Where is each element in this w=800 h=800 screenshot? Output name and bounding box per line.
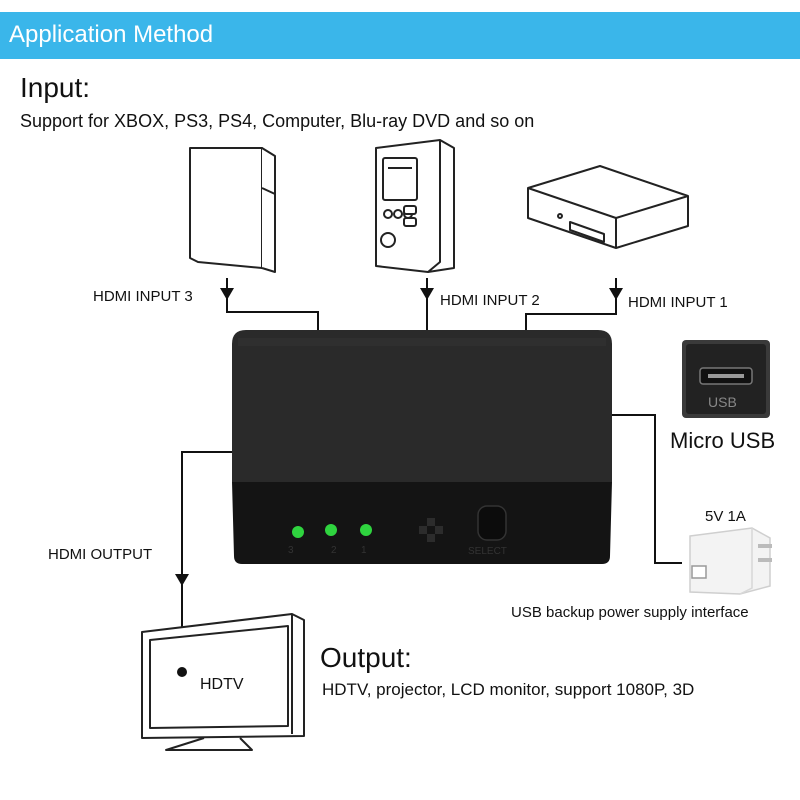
hdmi-switch-device <box>232 330 612 564</box>
output-subtitle: HDTV, projector, LCD monitor, support 10… <box>322 680 695 699</box>
input2-arrow <box>420 288 434 300</box>
input-subtitle: Support for XBOX, PS3, PS4, Computer, Bl… <box>20 111 535 131</box>
hdtv-label: HDTV <box>200 676 244 693</box>
hdmi-input-3-label: HDMI INPUT 3 <box>93 288 193 305</box>
game-console-icon <box>189 147 276 273</box>
computer-tower-icon <box>375 139 455 273</box>
input3-arrow <box>220 288 234 300</box>
backup-power-caption: USB backup power supply interface <box>511 604 749 621</box>
hdmi-input-2-label: HDMI INPUT 2 <box>440 292 540 309</box>
header-banner: Application Method <box>0 12 800 59</box>
select-button <box>477 505 507 541</box>
output-cable <box>181 451 240 670</box>
led-3 <box>292 526 304 538</box>
select-button-label: SELECT <box>468 546 507 557</box>
led-indicators <box>292 524 372 538</box>
hdtv-input-dot <box>177 667 187 677</box>
input3-cable <box>226 278 319 330</box>
hdtv-icon <box>141 613 305 751</box>
ir-receiver-icon <box>419 518 443 542</box>
micro-usb-label: Micro USB <box>670 428 776 453</box>
output-heading: Output: <box>320 642 412 673</box>
usb-port-text: USB <box>708 394 737 410</box>
dvd-player-icon <box>527 165 689 249</box>
hdmi-output-label: HDMI OUTPUT <box>48 546 153 563</box>
header-title: Application Method <box>9 21 214 48</box>
hdmi-input-1-label: HDMI INPUT 1 <box>628 294 728 311</box>
led-1 <box>360 524 372 536</box>
usb-power-adapter-icon <box>689 527 772 595</box>
micro-usb-port-icon <box>682 340 770 418</box>
arrow-heads <box>175 288 623 586</box>
input-heading: Input: <box>20 72 91 103</box>
led-2-label: 2 <box>331 545 337 556</box>
output-arrow <box>175 574 189 586</box>
power-rating-label: 5V 1A <box>705 508 746 525</box>
led-3-label: 3 <box>288 545 294 556</box>
led-1-label: 1 <box>361 545 367 556</box>
usb-cable <box>610 414 682 564</box>
led-2 <box>325 524 337 536</box>
input1-arrow <box>609 288 623 300</box>
